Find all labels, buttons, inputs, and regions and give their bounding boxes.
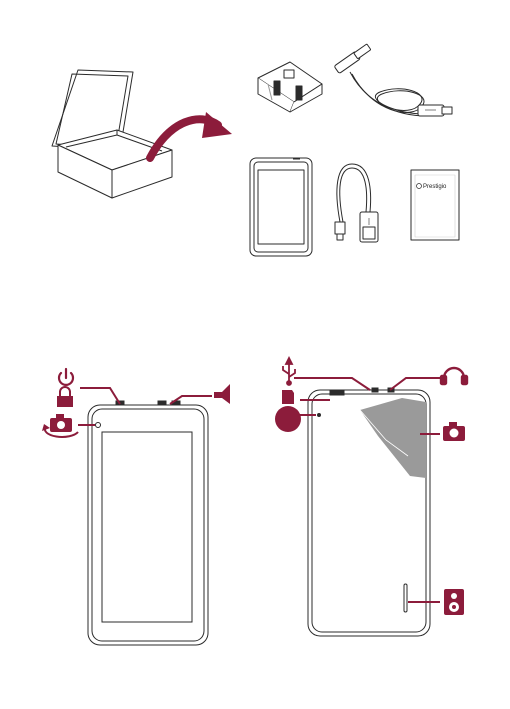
power-callout [80, 388, 120, 404]
microsd-icon [282, 390, 294, 404]
speaker-icon [444, 589, 464, 615]
usb-callout [294, 378, 370, 390]
tablet-thumbnail [250, 158, 312, 256]
front-view [42, 369, 230, 645]
front-tablet [88, 401, 208, 645]
usb-icon [283, 358, 295, 385]
unpack-arrow-head [202, 112, 232, 138]
manual-brand-label: Prestigio [423, 184, 447, 190]
volume-icon [214, 384, 230, 404]
headphones-callout [390, 378, 440, 390]
rear-camera-icon [443, 422, 465, 441]
power-icon [59, 369, 73, 385]
charger [258, 62, 322, 112]
front-camera-rotate-icon [42, 414, 78, 437]
otg-cable [335, 164, 378, 242]
open-box [52, 70, 172, 198]
manual-booklet [411, 170, 459, 240]
lock-icon [57, 387, 73, 407]
usb-cable [334, 44, 452, 116]
back-tablet [308, 388, 430, 636]
headphones-icon [441, 368, 467, 384]
package-contents [52, 44, 459, 256]
back-view [275, 358, 467, 636]
